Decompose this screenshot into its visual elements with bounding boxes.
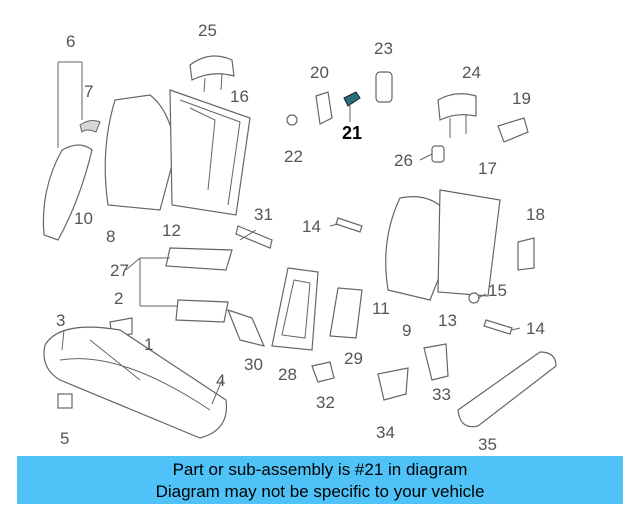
part-headrest-25 xyxy=(189,55,235,81)
callout-7: 7 xyxy=(84,82,94,101)
diagram-artwork xyxy=(42,55,557,439)
callout-15: 15 xyxy=(488,281,507,300)
info-banner: Part or sub-assembly is #21 in diagram D… xyxy=(17,456,623,504)
callout-23: 23 xyxy=(374,39,393,58)
callout-35: 35 xyxy=(478,435,497,454)
callout-10: 10 xyxy=(74,209,93,228)
part-35-armrest xyxy=(457,351,557,428)
callout-28: 28 xyxy=(278,365,297,384)
callout-3: 3 xyxy=(56,311,66,330)
part-seat-cushion xyxy=(43,326,228,439)
part-15-fastener xyxy=(468,292,480,304)
callout-13: 13 xyxy=(438,311,457,330)
part-32-bracket xyxy=(311,361,335,383)
callout-21: 21 xyxy=(342,123,363,143)
callout-14-lower: 14 xyxy=(526,319,545,338)
callout-27: 27 xyxy=(110,261,129,280)
callout-19: 19 xyxy=(512,89,531,108)
callout-8: 8 xyxy=(106,227,116,246)
callout-32: 32 xyxy=(316,393,335,412)
part-7-trim xyxy=(79,120,101,133)
callout-11: 11 xyxy=(372,299,390,318)
part-14-bolt-upper xyxy=(335,217,363,233)
part-19-guide xyxy=(497,117,529,143)
callout-34: 34 xyxy=(376,423,395,442)
callout-6: 6 xyxy=(66,32,76,51)
callout-33: 33 xyxy=(432,385,451,404)
part-back-frame-right xyxy=(437,189,501,297)
callout-30: 30 xyxy=(244,355,263,374)
part-back-frame xyxy=(169,89,251,216)
part-33-bracket xyxy=(423,343,449,381)
banner-line-2: Diagram may not be specific to your vehi… xyxy=(155,482,485,501)
callout-31: 31 xyxy=(254,205,273,224)
part-seat-back-left xyxy=(104,94,177,211)
callout-29: 29 xyxy=(344,349,363,368)
part-22-clip xyxy=(286,114,298,126)
callout-1: 1 xyxy=(144,335,154,354)
part-5-bracket xyxy=(57,393,73,409)
part-27-lower xyxy=(175,299,229,323)
part-20-bracket xyxy=(315,91,333,125)
callout-22: 22 xyxy=(284,147,303,166)
banner-line-1: Part or sub-assembly is #21 in diagram xyxy=(172,460,468,479)
part-14-bolt-lower xyxy=(483,319,513,335)
callout-25: 25 xyxy=(198,21,217,40)
callout-24: 24 xyxy=(462,63,481,82)
callout-9: 9 xyxy=(402,321,412,340)
callout-12: 12 xyxy=(162,221,181,240)
part-side-bolster xyxy=(42,144,93,241)
callout-17: 17 xyxy=(478,159,497,178)
callout-2: 2 xyxy=(114,289,124,308)
part-31-strip xyxy=(235,225,273,249)
callout-26: 26 xyxy=(394,151,413,170)
callout-18: 18 xyxy=(526,205,545,224)
callout-4: 4 xyxy=(216,371,226,390)
part-26-sleeve xyxy=(431,145,445,163)
leader-lines xyxy=(57,61,521,405)
part-21-bolt xyxy=(343,91,361,107)
part-18-bracket xyxy=(517,237,535,271)
part-headrest-24 xyxy=(437,93,477,121)
part-34-bracket xyxy=(377,367,409,401)
part-30-panel xyxy=(226,309,266,347)
callout-20: 20 xyxy=(310,63,329,82)
callout-14-upper: 14 xyxy=(302,217,321,236)
parts-diagram: 6 7 25 16 20 21 22 23 24 19 26 17 18 10 … xyxy=(42,21,557,454)
part-29-frame xyxy=(329,287,363,339)
part-27-pad xyxy=(165,247,233,271)
callout-5: 5 xyxy=(60,429,70,448)
callout-16: 16 xyxy=(230,87,249,106)
part-23-cover xyxy=(375,71,393,103)
